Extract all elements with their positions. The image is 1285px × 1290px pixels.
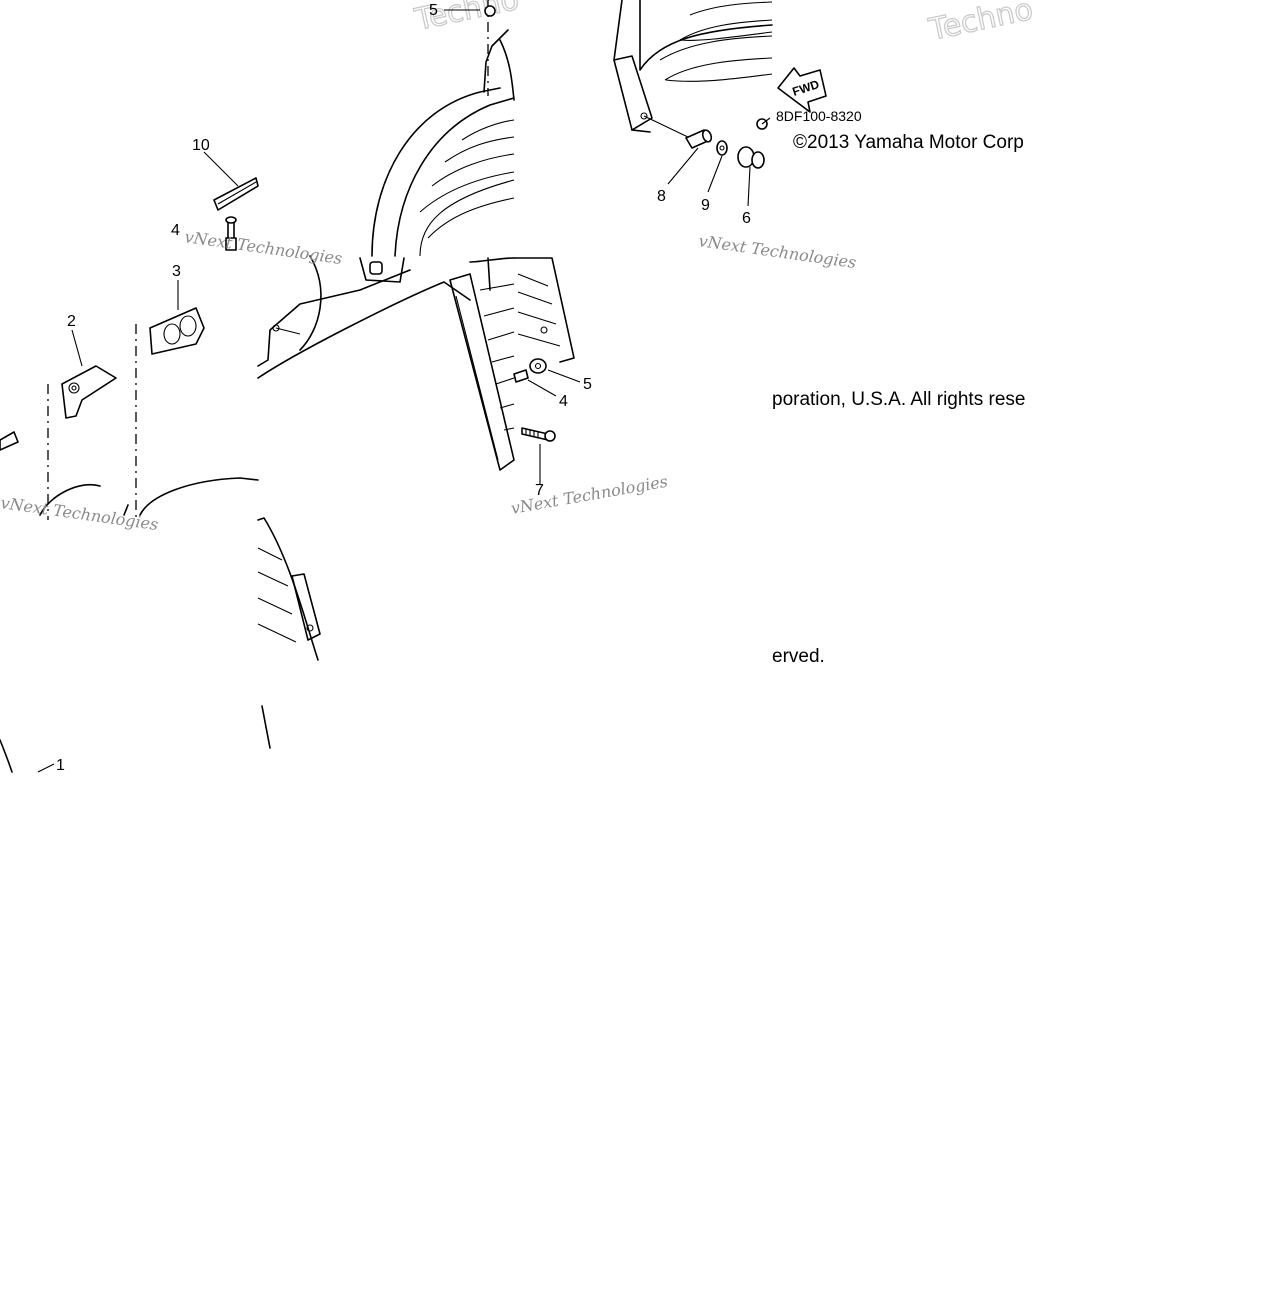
screw-small bbox=[756, 117, 771, 130]
callout-5-upper: 5 bbox=[429, 2, 438, 19]
watermark-small: vNext Technologies bbox=[509, 472, 669, 518]
watermark-small: vNext Technologies bbox=[183, 227, 343, 268]
callout-5-lower: 5 bbox=[583, 376, 592, 393]
bolt-7 bbox=[521, 427, 556, 442]
bolt-4-lower bbox=[513, 369, 529, 383]
collar-8 bbox=[685, 129, 713, 149]
fender-lower-left bbox=[39, 477, 259, 516]
callout-7: 7 bbox=[535, 482, 544, 499]
leader-6 bbox=[747, 166, 751, 207]
callout-10: 10 bbox=[192, 137, 210, 154]
watermark-large: Techno bbox=[925, 0, 1036, 48]
grommet-5-lower bbox=[529, 358, 547, 374]
copyright-text-2: poration, U.S.A. All rights rese bbox=[772, 389, 1025, 410]
washer-9 bbox=[716, 140, 728, 156]
trim-strip-10 bbox=[213, 177, 259, 211]
copyright-text-3: erved. bbox=[772, 646, 825, 667]
grommet-6 bbox=[737, 146, 765, 169]
callout-3: 3 bbox=[172, 263, 181, 280]
fender-rear-panel bbox=[613, 0, 773, 139]
bracket-3 bbox=[149, 307, 205, 355]
watermark-small: vNext Technologies bbox=[697, 231, 857, 272]
leader-4-lower bbox=[527, 379, 557, 397]
callout-2: 2 bbox=[67, 313, 76, 330]
leader-10 bbox=[203, 151, 239, 187]
grommet-5-upper bbox=[484, 5, 496, 17]
callout-9: 9 bbox=[701, 197, 710, 214]
copyright-text-1: ©2013 Yamaha Motor Corp bbox=[793, 132, 1024, 153]
fwd-arrow-icon: FWD bbox=[777, 67, 827, 113]
leader-2 bbox=[71, 329, 83, 367]
fender-center-body bbox=[257, 255, 515, 471]
leader-1 bbox=[37, 763, 55, 773]
fender-upper-arch bbox=[371, 0, 515, 257]
trim-piece-left bbox=[0, 431, 19, 451]
part-code: 8DF100-8320 bbox=[776, 108, 862, 124]
callout-4-upper: 4 bbox=[171, 222, 180, 239]
fender-edge-1 bbox=[0, 739, 13, 773]
leader-9 bbox=[707, 155, 723, 193]
bolt-4-middle bbox=[225, 237, 237, 251]
callout-8: 8 bbox=[657, 188, 666, 205]
leader-8 bbox=[667, 147, 699, 185]
watermark-small: vNext Technologies bbox=[0, 493, 159, 534]
bracket-2 bbox=[61, 365, 117, 419]
leader-5-lower bbox=[547, 369, 581, 383]
callout-6: 6 bbox=[742, 210, 751, 227]
callout-1: 1 bbox=[56, 757, 65, 774]
fender-lower-side bbox=[257, 517, 321, 749]
callout-4-lower: 4 bbox=[559, 393, 568, 410]
fender-right-strip bbox=[513, 257, 575, 363]
